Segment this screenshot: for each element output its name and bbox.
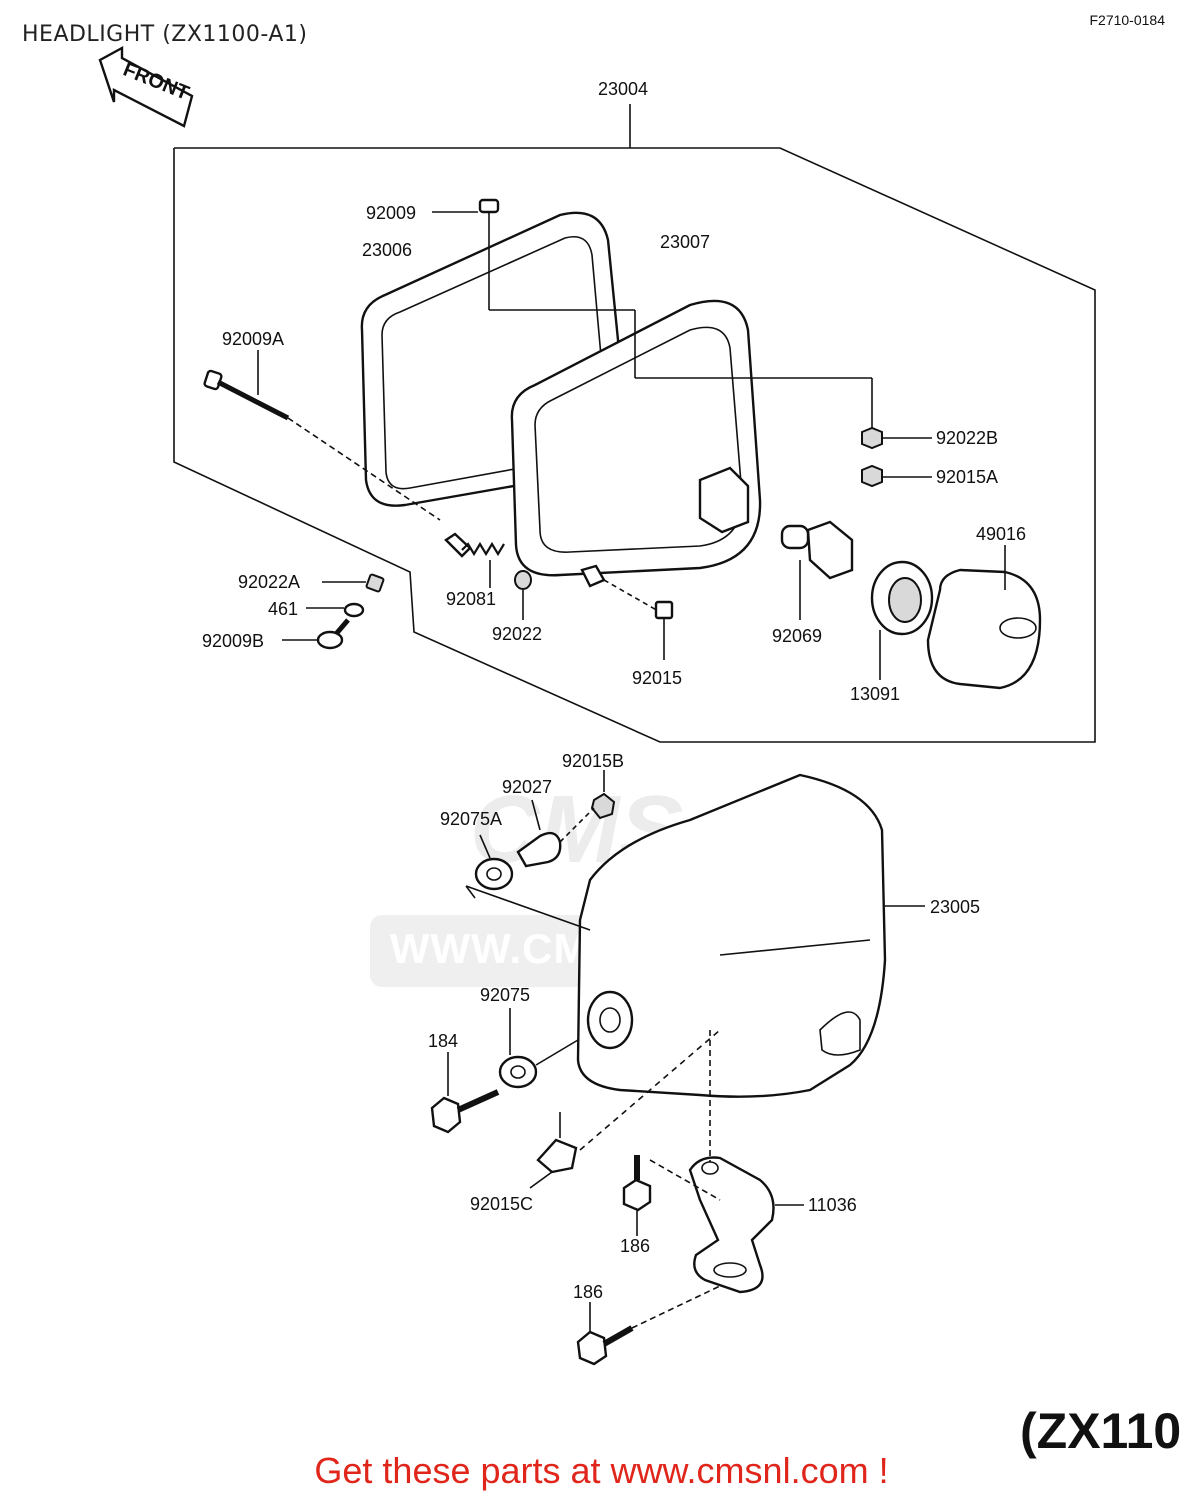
washer-461 [306,602,365,618]
label-92022B: 92022B [936,428,998,448]
assembly-outline [173,147,1096,743]
reference-code: F2710-0184 [1089,12,1165,28]
grommet-92075 [498,1008,579,1089]
headlight-lens-unit [510,299,762,577]
label-23004: 23004 [598,79,648,99]
footer-promo-link[interactable]: Get these parts at www.cmsnl.com ! [314,1450,889,1491]
label-92015: 92015 [632,668,682,688]
screw-92009 [432,198,500,234]
bulb-92069 [780,520,854,620]
nut-92015 [580,564,674,660]
model-label: (ZX110 [1020,1403,1182,1459]
label-92027: 92027 [502,777,552,797]
screw-92009B [282,618,350,650]
label-92075: 92075 [480,985,530,1005]
label-92022: 92022 [492,624,542,644]
spring-92081 [444,532,505,588]
nut-92015C [529,1029,721,1189]
washer-92022 [514,570,532,620]
socket-13091 [870,560,934,680]
label-186-lower: 186 [573,1282,603,1302]
collar-92027 [516,799,562,868]
bolt-186-lower [576,1285,721,1366]
label-92009B: 92009B [202,631,264,651]
label-186-upper: 186 [620,1236,650,1256]
label-23007: 23007 [660,232,710,252]
nut-92015A [861,464,932,488]
bolt-92009A [203,369,441,521]
bolt-184 [430,1052,500,1134]
label-92015A: 92015A [936,467,998,487]
nut-92022B [861,426,932,450]
bulb-cover-49016 [926,545,1042,690]
label-461: 461 [268,599,298,619]
nut-92022A [322,573,385,593]
label-49016: 49016 [976,524,1026,544]
label-92009A: 92009A [222,329,284,349]
label-11036: 11036 [808,1195,857,1215]
front-arrow: FRONT [98,45,194,128]
label-13091: 13091 [850,684,900,704]
label-92009: 92009 [366,203,416,223]
label-23006: 23006 [362,240,412,260]
headlight-housing [576,773,925,1098]
label-23005: 23005 [930,897,980,917]
diagram-title: HEADLIGHT (ZX1100-A1) [22,22,308,47]
label-92015B: 92015B [562,751,624,771]
label-92081: 92081 [446,589,496,609]
bolt-186-upper [622,1155,721,1236]
label-92015C: 92015C [470,1194,533,1214]
label-92075A: 92075A [440,809,502,829]
label-92069: 92069 [772,626,822,646]
bracket-11036 [688,1030,804,1294]
grommet-92075A [474,834,514,891]
label-184: 184 [428,1031,458,1051]
nut-92015B [559,770,616,843]
label-92022A: 92022A [238,572,300,592]
